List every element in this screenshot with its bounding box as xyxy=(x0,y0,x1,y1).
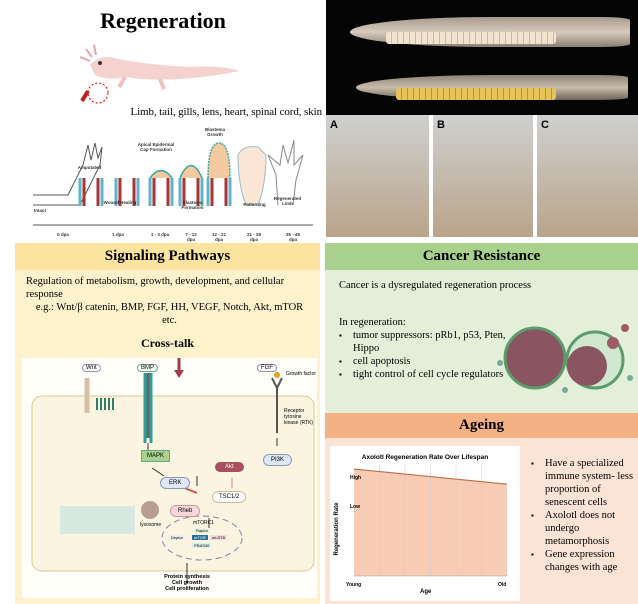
ageing-title: Ageing xyxy=(325,413,638,438)
timepoint-label: 35 - 45 dpa xyxy=(285,232,300,242)
cancer-item: cell apoptosis xyxy=(339,355,510,368)
larva-photos xyxy=(326,0,638,115)
output-label: Cell proliferation xyxy=(165,586,209,592)
x-tick-label: Old xyxy=(498,582,507,588)
signaling-title: Signaling Pathways xyxy=(15,243,320,270)
signaling-examples: e.g.: Wnt/β catenin, BMP, FGF, HH, VEGF,… xyxy=(35,302,304,326)
cancer-intro: In regeneration: xyxy=(339,317,406,328)
cancer-panel: Cancer Resistance Cancer is a dysregulat… xyxy=(325,243,638,410)
regeneration-rate-chart: Axolotl Regeneration Rate Over Lifespan … xyxy=(330,446,520,601)
output-label: Protein synthesis xyxy=(164,574,210,580)
deptor-node: Deptor xyxy=(169,535,186,540)
pathway-diagram: Wnt BMP FGF Growth factor Receptor tyros… xyxy=(22,358,317,598)
timepoint-label: 21 - 29 dpa xyxy=(246,232,261,242)
output-label: Cell growth xyxy=(172,580,202,586)
y-tick-label: Low xyxy=(350,504,360,510)
limb-stump xyxy=(78,178,104,206)
x-tick-label: Young xyxy=(346,582,362,588)
erk-node: ERK xyxy=(160,477,191,489)
timepoint-label: 1 dpa xyxy=(112,232,124,237)
fgf-node: FGF xyxy=(257,364,277,372)
mapk-node: MAPK xyxy=(141,450,171,462)
photo-b: B xyxy=(433,115,533,237)
stage-label: Blastema Formation xyxy=(181,200,204,210)
signaling-panel: Signaling Pathways Regulation of metabol… xyxy=(15,243,320,604)
wnt-node: Wnt xyxy=(82,364,101,372)
x-axis-label: Age xyxy=(420,589,432,595)
y-tick-label: High xyxy=(350,475,362,481)
mlst8-node: mLST8 xyxy=(210,535,227,540)
ageing-item: Axolotl does not undergo metamorphosis xyxy=(531,509,636,548)
stage-label: Intact xyxy=(33,208,46,213)
lysosome-label: lysosome xyxy=(140,522,162,528)
regenerable-organs: Limb, tail, gills, lens, heart, spinal c… xyxy=(130,106,322,118)
akt-node: Akt xyxy=(215,462,244,472)
pras40-node: PRAS40 xyxy=(192,543,212,548)
photo-a: A xyxy=(326,115,429,237)
tsc-node: TSC1/2 xyxy=(212,491,247,503)
timepoint-label: 12 - 21 dpa xyxy=(211,232,226,242)
signaling-description: Regulation of metabolism, growth, develo… xyxy=(26,276,285,300)
timepoint-label: 0 dpa xyxy=(57,232,69,237)
regeneration-title: Regeneration xyxy=(100,8,226,33)
stage-label: Apical Epidermal Cap Formation xyxy=(137,142,175,152)
photo-c: C xyxy=(537,115,638,237)
axolotl-illustration xyxy=(79,44,240,104)
mtor-node: mTOR xyxy=(192,535,208,540)
cancer-item: tumor suppressors: pRb1, p53, Pten, Hipp… xyxy=(339,329,510,355)
ageing-item: Gene expression changes with age xyxy=(531,548,636,574)
timepoint-label: 1 - 3 dpa xyxy=(150,232,170,237)
ageing-panel: Ageing Axolotl Regeneration Rate Over Li… xyxy=(325,410,638,604)
timepoint-label: 7 - 12 dpa xyxy=(185,232,197,242)
crosstalk-label: Cross-talk xyxy=(140,336,195,350)
y-axis-label: Regeneration Rate xyxy=(334,502,340,556)
stage-label: Patterning xyxy=(243,202,266,207)
rtk-label: Receptor tyrosine kinase (RTK) xyxy=(284,408,314,426)
stage-label: Regenerated Limb xyxy=(273,196,302,206)
stage-label: Amputated xyxy=(77,165,102,170)
series-line xyxy=(353,468,508,485)
mtorc1-label: mTORC1 xyxy=(193,520,215,526)
raptor-node: Raptor xyxy=(194,528,211,533)
ageing-item: Have a specialized immune system- less p… xyxy=(531,457,636,509)
pi3k-node: PI3K xyxy=(263,454,293,466)
stage-label: Wound Healing xyxy=(103,200,137,205)
stage-label: Blastema Growth xyxy=(204,127,225,137)
growth-factor-label: Growth factor xyxy=(286,371,317,377)
cancer-item: tight control of cell cycle regulators xyxy=(339,368,510,381)
rheb-node: Rheb xyxy=(170,505,201,517)
tumor-illustration xyxy=(497,324,633,393)
bmp-node: BMP xyxy=(137,364,159,372)
chart-title: Axolotl Regeneration Rate Over Lifespan xyxy=(361,454,489,461)
regeneration-timeline xyxy=(33,139,313,226)
cancer-title: Cancer Resistance xyxy=(325,243,638,270)
cancer-statement: Cancer is a dysregulated regeneration pr… xyxy=(339,280,532,291)
